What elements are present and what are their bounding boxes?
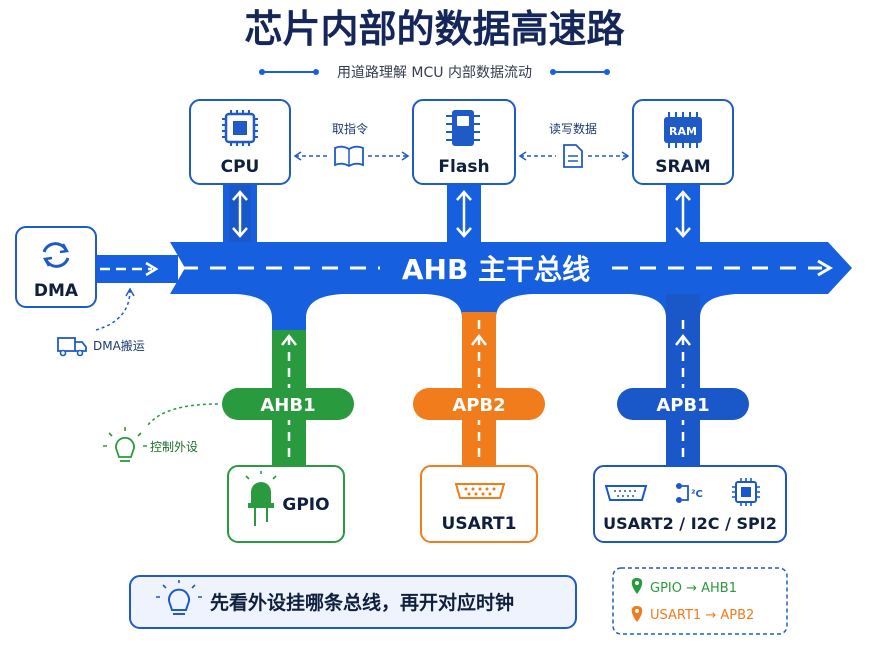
ahb1-pill: AHB1	[222, 388, 354, 420]
legend: GPIO → AHB1 USART1 → APB2	[612, 567, 788, 635]
gpio-label: GPIO	[282, 495, 329, 515]
cpu-node: CPU	[189, 99, 291, 185]
spi-chip-icon	[732, 478, 760, 506]
sram-label: SRAM	[655, 157, 710, 177]
flash-label: Flash	[438, 157, 489, 177]
book-icon	[334, 145, 364, 168]
usart1-label: USART1	[442, 514, 517, 534]
data-link-label: 读写数据	[549, 121, 597, 136]
apb1-label: APB1	[656, 395, 709, 416]
flash-chip-icon	[446, 110, 480, 146]
dma-road	[96, 255, 178, 283]
fetch-label: 取指令	[332, 121, 368, 136]
subtitle-decoration	[259, 69, 610, 75]
dma-node: DMA	[15, 226, 97, 308]
main-bus-label: AHB 主干总线	[402, 253, 590, 286]
fetch-link: 取指令	[293, 121, 410, 168]
flash-road	[447, 184, 481, 244]
apb1-road	[630, 294, 736, 468]
svg-text:²C: ²C	[691, 489, 703, 500]
legend-usart1: USART1 → APB2	[650, 608, 754, 623]
dma-note-label: DMA搬运	[93, 338, 145, 353]
control-note-label: 控制外设	[150, 440, 198, 454]
apb2-pill: APB2	[413, 388, 545, 420]
sram-road	[666, 184, 700, 244]
ahb1-road	[236, 294, 342, 468]
sram-node: RAM SRAM	[632, 99, 734, 185]
dma-note: DMA搬运	[57, 287, 145, 357]
bulb-icon	[103, 427, 147, 462]
led-icon	[245, 471, 277, 526]
tip-text: 先看外设挂哪条总线，再开对应时钟	[210, 591, 514, 614]
bulb-icon	[156, 580, 202, 615]
apb1-peripherals-node: ²C USART2 / I2C / SPI2	[593, 465, 787, 543]
ahb-main-bus	[170, 242, 852, 294]
page-title: 芯片内部的数据高速路	[244, 7, 625, 51]
cpu-chip-icon	[222, 110, 258, 146]
usart1-node: USART1	[420, 465, 538, 543]
gpio-node: GPIO	[227, 465, 345, 543]
dma-label: DMA	[34, 281, 79, 301]
apb2-label: APB2	[452, 395, 505, 416]
page-subtitle: 用道路理解 MCU 内部数据流动	[337, 65, 532, 81]
document-icon	[563, 144, 583, 168]
flash-node: Flash	[412, 99, 516, 185]
serial-port-icon	[604, 485, 648, 501]
ram-chip-icon: RAM	[664, 112, 702, 148]
control-note: 控制外设	[103, 403, 219, 462]
location-pin-icon	[631, 606, 643, 622]
apb2-road	[426, 294, 532, 468]
i2c-bus-icon: ²C	[676, 483, 703, 503]
cpu-label: CPU	[221, 157, 260, 177]
data-link: 读写数据	[518, 121, 630, 168]
legend-gpio: GPIO → AHB1	[650, 581, 737, 596]
apb1-peripherals-label: USART2 / I2C / SPI2	[603, 514, 777, 533]
serial-port-icon	[454, 483, 506, 499]
apb1-pill: APB1	[617, 388, 749, 420]
ram-chip-text: RAM	[669, 125, 697, 138]
location-pin-icon	[631, 578, 643, 594]
cpu-road	[223, 184, 257, 244]
tip-box: 先看外设挂哪条总线，再开对应时钟	[129, 575, 577, 629]
ahb1-label: AHB1	[260, 395, 315, 416]
refresh-icon	[42, 242, 70, 268]
truck-icon	[57, 337, 87, 357]
